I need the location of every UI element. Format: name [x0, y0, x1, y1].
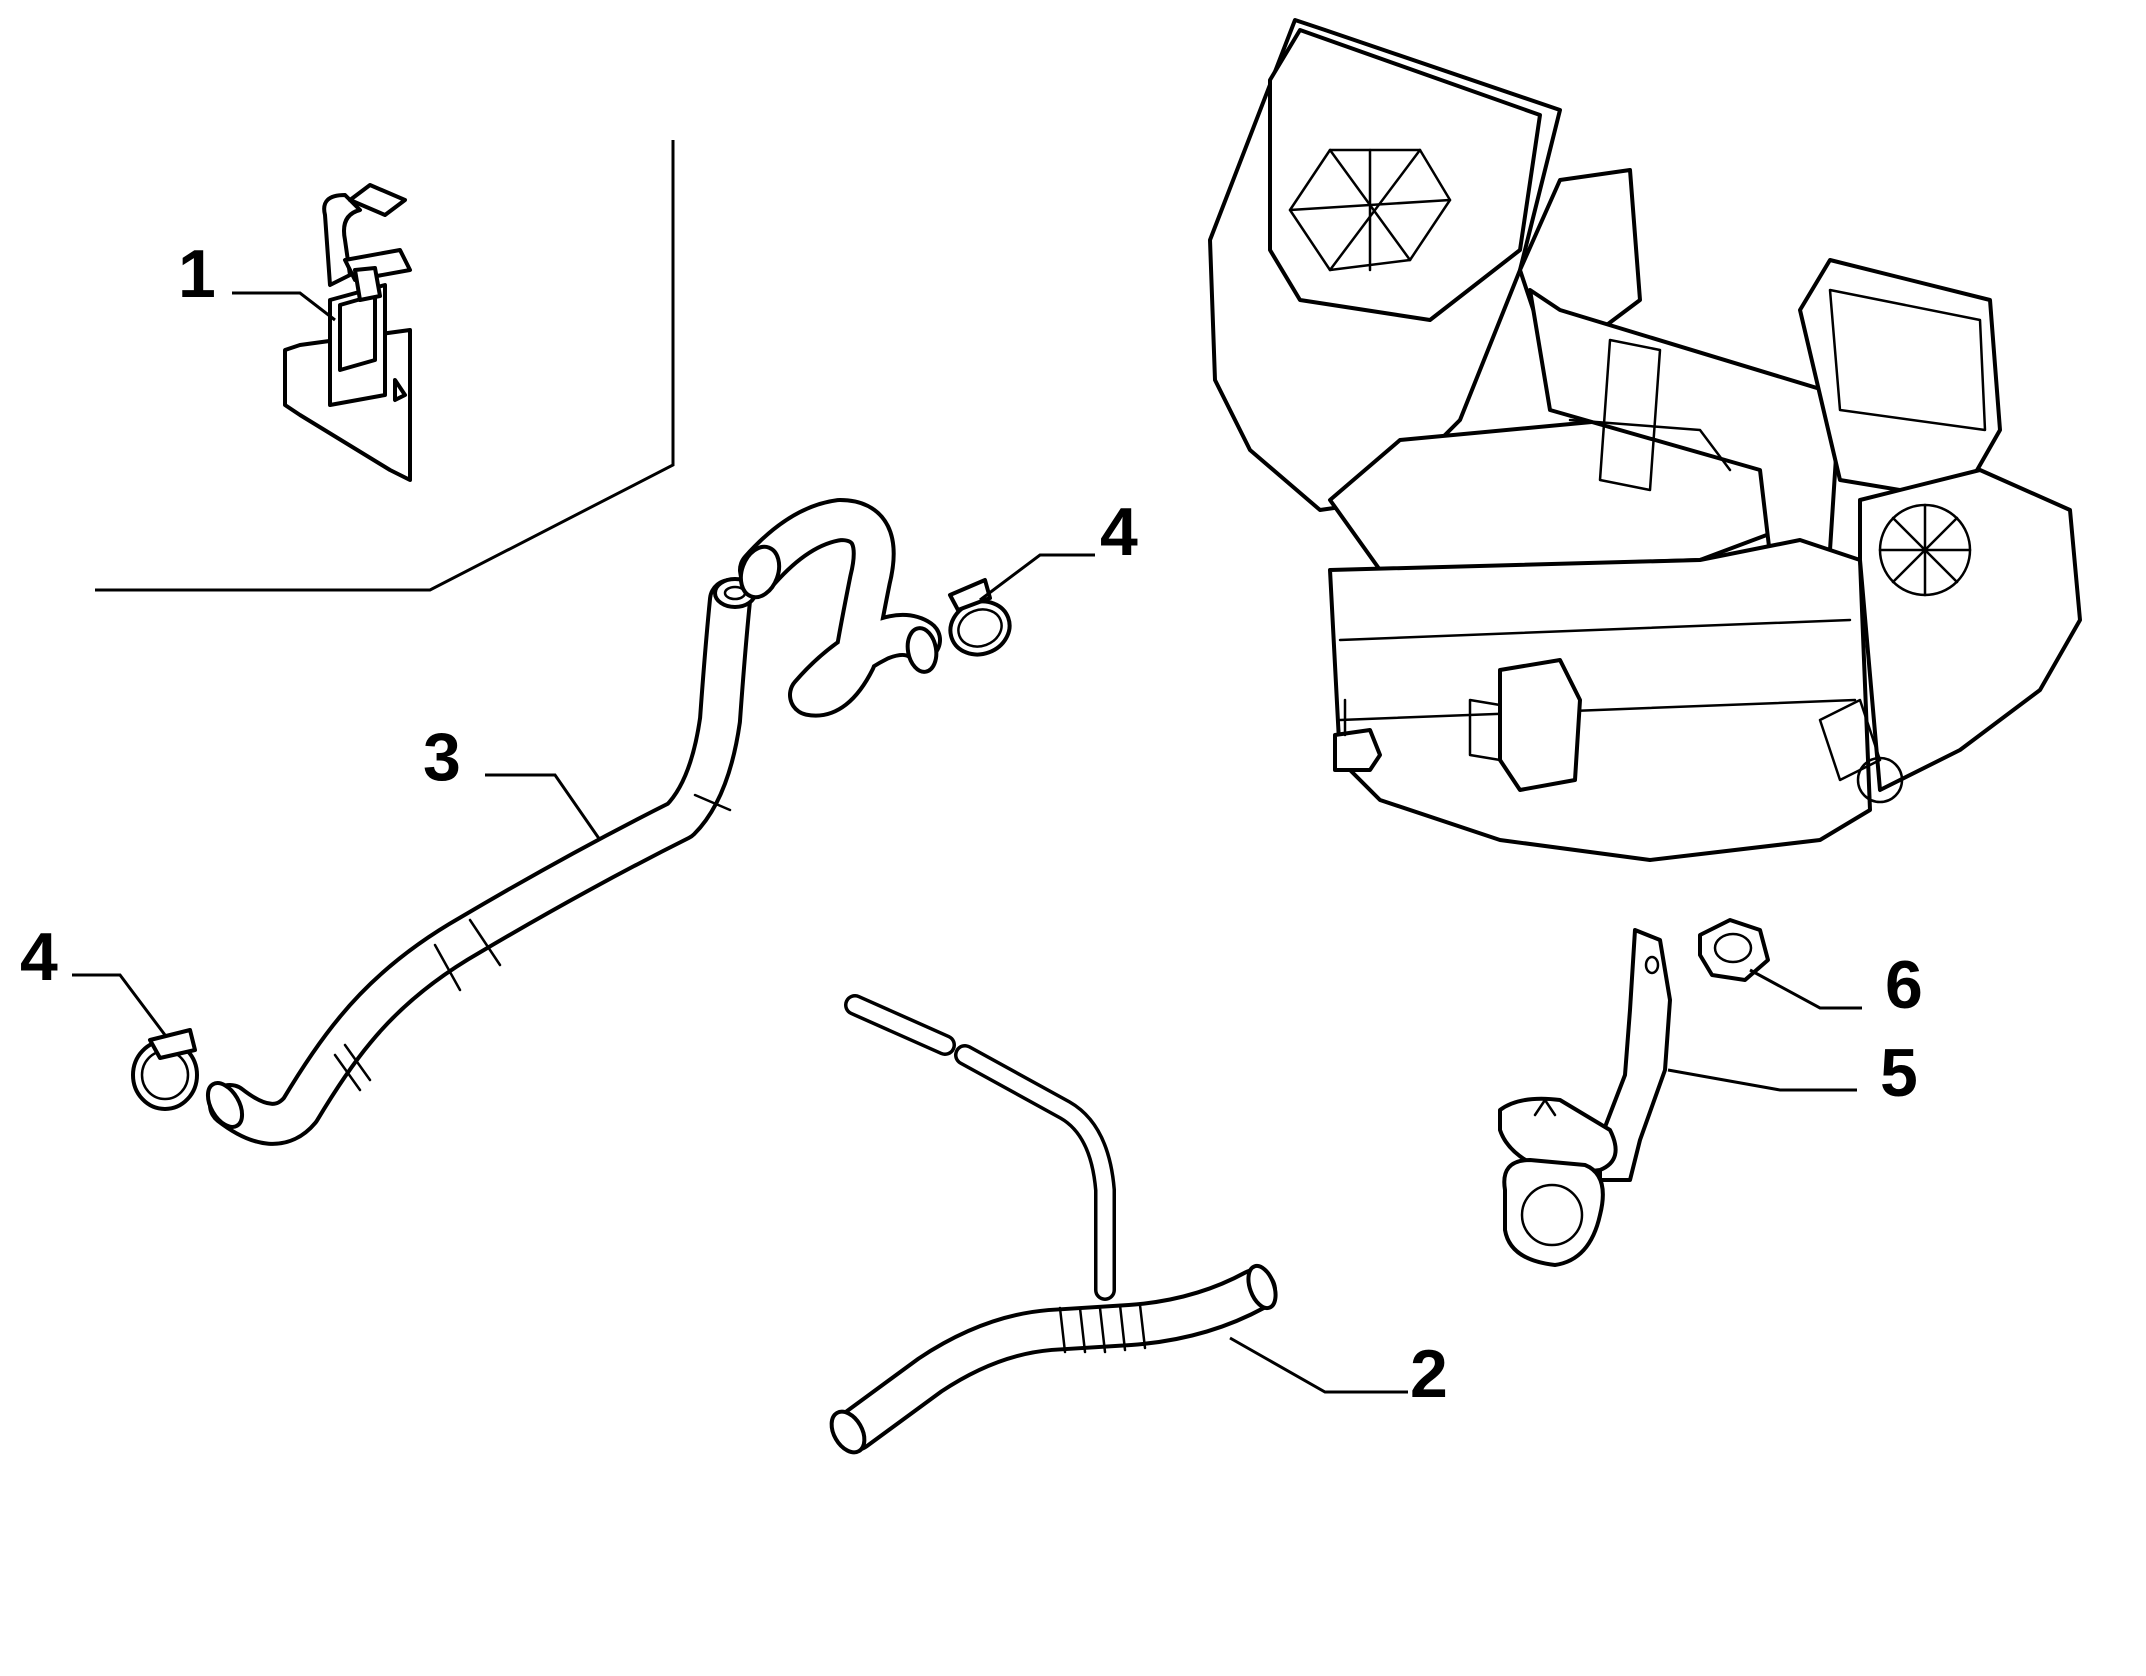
part-1-clip: [283, 183, 412, 482]
hvac-unit: [1208, 18, 2082, 862]
callout-1: 1: [178, 236, 216, 312]
leader-4-lower: [72, 973, 167, 1036]
callout-5: 5: [1880, 1035, 1918, 1111]
leader-6: [1749, 968, 1862, 1010]
leader-4-upper: [979, 553, 1095, 602]
part-2-hose: [829, 994, 1278, 1455]
part-4-clamp-lower: [131, 1028, 199, 1111]
part-6-nut: [1698, 918, 1770, 982]
callout-3: 3: [423, 719, 461, 795]
leader-1: [232, 291, 336, 322]
callout-4-upper: 4: [1100, 494, 1138, 570]
part-4-clamp-upper: [948, 578, 1012, 657]
callout-2: 2: [1410, 1336, 1448, 1412]
part-5-bracket: [1498, 928, 1672, 1267]
leader-2: [1229, 1336, 1408, 1394]
inset-frame: [95, 140, 675, 592]
leader-5: [1667, 1068, 1857, 1092]
leader-lines: [72, 291, 1862, 1394]
callouts: 1 2 3 4 4 5 6: [20, 236, 1923, 1412]
part-3-hose: [205, 498, 942, 1146]
callout-4-lower: 4: [20, 919, 58, 995]
leader-3: [485, 773, 602, 841]
callout-6: 6: [1885, 947, 1923, 1023]
